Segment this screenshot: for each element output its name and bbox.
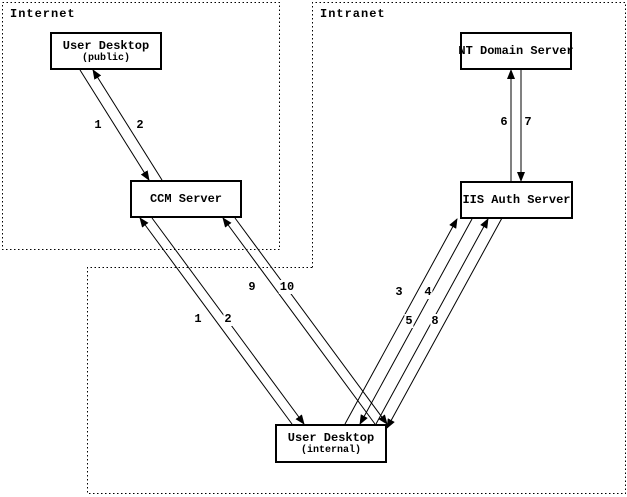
node-nt-domain-server-title: NT Domain Server	[458, 44, 574, 58]
node-iis-auth-server: IIS Auth Server	[460, 181, 573, 219]
connection-8-iis-auth-server-to-user-desktop-internal	[386, 217, 503, 429]
flow-label-2: 2	[223, 312, 233, 326]
node-user-desktop-public-title: User Desktop	[62, 38, 150, 53]
flow-label-6: 6	[499, 115, 509, 129]
internet-zone-label: Internet	[10, 7, 76, 21]
connection-2-ccm-server-to-user-desktop-public	[92, 69, 163, 181]
flow-label-8: 8	[430, 314, 440, 328]
node-ccm-server-title: CCM Server	[149, 192, 222, 206]
flow-label-9: 9	[247, 280, 257, 294]
flow-label-3: 3	[394, 285, 404, 299]
flow-label-7: 7	[523, 115, 533, 129]
intranet-zone-outline	[87, 2, 626, 494]
node-user-desktop-internal-title: User Desktop	[287, 431, 375, 445]
internet-zone-outline	[2, 2, 280, 250]
node-iis-auth-server-title: IIS Auth Server	[462, 193, 571, 207]
node-user-desktop-internal-subtitle: (internal)	[300, 445, 361, 456]
connection-10-ccm-server-to-user-desktop-internal	[234, 217, 388, 425]
connection-4-iis-auth-server-to-user-desktop-internal	[359, 218, 473, 425]
node-user-desktop-internal: User Desktop (internal)	[275, 424, 387, 463]
connection-1-user-desktop-internal-to-ccm-server	[139, 217, 293, 425]
node-user-desktop-public: User Desktop (public)	[50, 32, 162, 70]
connection-1-user-desktop-public-to-ccm-server	[79, 69, 150, 181]
flow-label-1: 1	[93, 118, 103, 132]
flow-label-5: 5	[404, 314, 414, 328]
flow-label-2: 2	[135, 118, 145, 132]
flow-label-10: 10	[278, 280, 296, 294]
flow-label-4: 4	[423, 285, 433, 299]
connection-9-user-desktop-internal-to-ccm-server	[222, 217, 376, 425]
intranet-zone-label: Intranet	[320, 7, 386, 21]
node-user-desktop-public-subtitle: (public)	[81, 52, 130, 64]
connection-3-user-desktop-internal-to-iis-auth-server	[344, 218, 458, 425]
node-ccm-server: CCM Server	[130, 180, 242, 218]
flow-label-1: 1	[193, 312, 203, 326]
node-nt-domain-server: NT Domain Server	[458, 32, 574, 70]
